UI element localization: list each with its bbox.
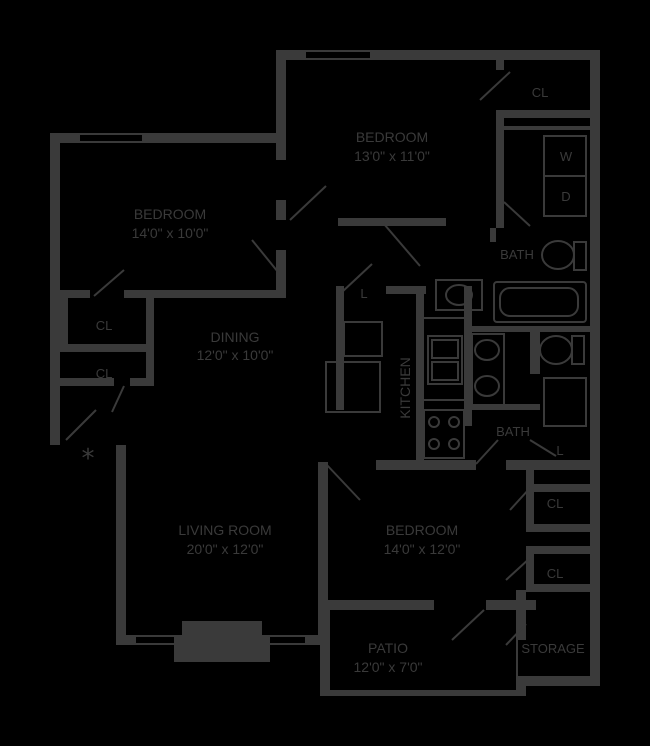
bedroom-left-name: BEDROOM: [134, 206, 206, 222]
fixtures: [325, 135, 587, 459]
sink-icon: [435, 279, 483, 311]
exterior-walls: [50, 50, 600, 696]
patio-size: 12'0" x 7'0": [354, 659, 423, 675]
kitchen-name: KITCHEN: [397, 357, 413, 418]
dining-size: 12'0" x 10'0": [197, 347, 274, 363]
dryer-label: D: [561, 189, 570, 204]
closet-right-1: CL: [547, 496, 564, 511]
vanity-icon: [471, 333, 505, 407]
patio-name: PATIO: [368, 640, 408, 656]
doors: [65, 71, 557, 646]
fridge-icon: [343, 321, 383, 357]
bedroom-top-size: 13'0" x 11'0": [354, 148, 430, 164]
shower-icon: [543, 377, 587, 427]
toilet-2-icon: [539, 335, 573, 365]
dining-name: DINING: [211, 329, 260, 345]
living-name: LIVING ROOM: [178, 522, 271, 538]
bathtub-icon: [493, 281, 587, 323]
closet-right-2: CL: [547, 566, 564, 581]
bedroom-bottom-name: BEDROOM: [386, 522, 458, 538]
bath-mid-name: BATH: [496, 424, 530, 439]
bedroom-left-size: 14'0" x 10'0": [132, 225, 209, 241]
living-size: 20'0" x 12'0": [187, 541, 264, 557]
storage-name: STORAGE: [521, 641, 585, 656]
kitchen-sink-icon: [427, 335, 463, 385]
dryer-icon: [543, 175, 587, 217]
room-labels: BEDROOM 13'0" x 11'0" BEDROOM 14'0" x 10…: [82, 85, 585, 675]
bath-top-name: BATH: [500, 247, 534, 262]
linen-kitchen: L: [360, 286, 367, 301]
toilet-icon: [541, 240, 575, 270]
interior-walls: [60, 60, 590, 696]
stove-icon: [423, 409, 465, 459]
closet-left-2: CL: [96, 366, 113, 381]
washer-label: W: [560, 149, 573, 164]
closet-top: CL: [532, 85, 549, 100]
asterisk-marker: *: [82, 444, 95, 474]
linen-bath: L: [556, 443, 563, 458]
closet-left-1: CL: [96, 318, 113, 333]
bedroom-top-name: BEDROOM: [356, 129, 428, 145]
bedroom-bottom-size: 14'0" x 12'0": [384, 541, 461, 557]
fireplace: [174, 621, 270, 662]
